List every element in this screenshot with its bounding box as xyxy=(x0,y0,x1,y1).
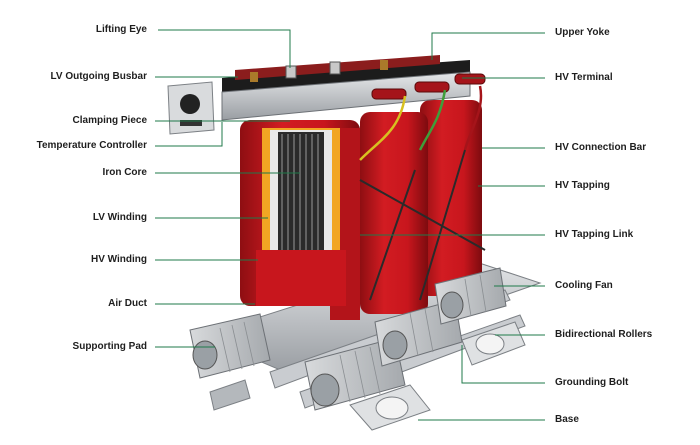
upper-clamp-frame xyxy=(221,55,471,121)
label-upper-yoke: Upper Yoke xyxy=(555,27,610,38)
label-lv-winding: LV Winding xyxy=(92,212,147,223)
label-grounding-bolt: Grounding Bolt xyxy=(555,377,629,388)
label-lv-outgoing-busbar: LV Outgoing Busbar xyxy=(50,71,147,82)
label-base: Base xyxy=(555,414,579,425)
cooling-fans-shape xyxy=(189,267,507,411)
label-hv-tapping: HV Tapping xyxy=(555,180,610,191)
leader-lines xyxy=(155,29,545,421)
label-supporting-pad: Supporting Pad xyxy=(72,341,147,352)
label-cooling-fan: Cooling Fan xyxy=(555,280,613,291)
label-iron-core: Iron Core xyxy=(102,167,147,178)
label-air-duct: Air Duct xyxy=(108,298,147,309)
bidirectional-rollers-shape xyxy=(349,321,526,431)
label-hv-winding: HV Winding xyxy=(90,254,147,265)
label-temperature-controller: Temperature Controller xyxy=(36,140,147,151)
label-lifting-eye: Lifting Eye xyxy=(95,24,147,35)
label-bidirectional-rollers: Bidirectional Rollers xyxy=(555,329,653,340)
temperature-controller-shape xyxy=(167,81,215,135)
label-hv-terminal: HV Terminal xyxy=(555,72,613,83)
label-hv-tapping-link: HV Tapping Link xyxy=(555,229,634,240)
label-hv-connection-bar: HV Connection Bar xyxy=(555,142,647,153)
label-clamping-piece: Clamping Piece xyxy=(72,115,147,126)
hv-terminals-shape xyxy=(359,73,486,161)
